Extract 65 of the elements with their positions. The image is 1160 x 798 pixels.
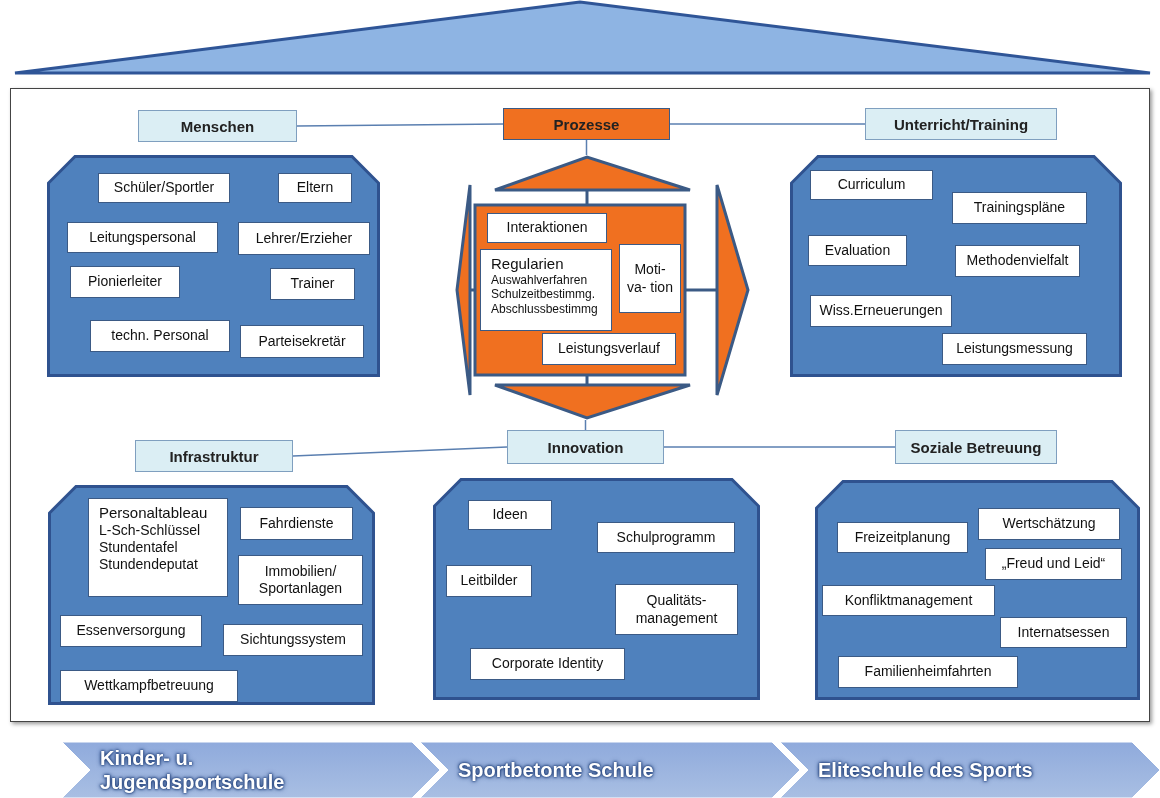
text-box: Fahrdienste	[240, 507, 353, 540]
connector-line	[669, 123, 866, 125]
text-box: Parteisekretär	[240, 325, 364, 358]
text-box: Wertschätzung	[978, 508, 1120, 540]
text-box: Leitbilder	[446, 565, 532, 597]
text-box: Wettkampfbetreuung	[60, 670, 238, 702]
text-box: Moti- va- tion	[619, 244, 681, 313]
group-panel	[790, 155, 1122, 377]
box-heading: Personaltableau	[99, 504, 209, 522]
step-label: Kinder- u. Jugendsportschule	[100, 746, 286, 794]
box-line: Schulzeitbestimmg.	[491, 287, 597, 302]
text-box: Sichtungssystem	[223, 624, 363, 656]
connector-line	[296, 123, 504, 127]
text-box: Leistungsmessung	[942, 333, 1087, 365]
group-panel	[48, 485, 375, 705]
connector-line	[292, 446, 508, 457]
step-label: Eliteschule des Sports	[818, 758, 1034, 782]
text-box: Ideen	[468, 500, 552, 530]
group-panel	[433, 478, 760, 700]
connector-line	[663, 446, 896, 448]
process-arrows-shape	[455, 155, 750, 420]
text-box	[480, 249, 612, 331]
text-box: Internatsessen	[1000, 617, 1127, 648]
text-box: Trainingspläne	[952, 192, 1087, 224]
text-box: Eltern	[278, 173, 352, 203]
text-box: Leitungspersonal	[67, 222, 218, 253]
box-line: Auswahlverfahren	[491, 273, 589, 288]
group-title: Prozesse	[503, 108, 670, 140]
text-box: Konfliktmanagement	[822, 585, 995, 616]
box-line: Stundendeputat	[99, 555, 199, 573]
group-panel	[815, 480, 1140, 700]
chevron-step	[780, 742, 1160, 798]
group-title: Menschen	[138, 110, 297, 142]
chevron-step	[420, 742, 800, 798]
box-line: L-Sch-Schlüssel	[99, 522, 202, 539]
group-title: Soziale Betreuung	[895, 430, 1057, 464]
group-title: Innovation	[507, 430, 664, 464]
text-box: Immobilien/ Sportanlagen	[238, 555, 363, 605]
text-box: „Freud und Leid“	[985, 548, 1122, 580]
text-box: Wiss.Erneuerungen	[810, 295, 952, 327]
group-title: Infrastruktur	[135, 440, 293, 472]
text-box: Schulprogramm	[597, 522, 735, 553]
text-box: Lehrer/Erzieher	[238, 222, 370, 255]
text-box: Curriculum	[810, 170, 933, 200]
text-box: Essenversorgung	[60, 615, 202, 647]
text-box	[88, 498, 228, 597]
text-box: Corporate Identity	[470, 648, 625, 680]
text-box: Schüler/Sportler	[98, 173, 230, 203]
text-box: Interaktionen	[487, 213, 607, 243]
chevron-step	[62, 742, 440, 798]
box-line: Stundentafel	[99, 538, 179, 556]
text-box: Evaluation	[808, 235, 907, 266]
group-panel	[47, 155, 380, 377]
text-box: Trainer	[270, 268, 355, 300]
box-heading: Regularien	[491, 255, 565, 273]
text-box: Methodenvielfalt	[955, 245, 1080, 277]
text-box: Freizeitplanung	[837, 522, 968, 553]
text-box: techn. Personal	[90, 320, 230, 352]
text-box: Qualitäts- management	[615, 584, 738, 635]
step-label: Sportbetonte Schule	[458, 758, 655, 782]
box-line: Abschlussbestimmg	[491, 301, 599, 317]
text-box: Pionierleiter	[70, 266, 180, 298]
text-box: Leistungsverlauf	[542, 333, 676, 365]
group-title: Unterricht/Training	[865, 108, 1057, 140]
text-box: Familienheimfahrten	[838, 656, 1018, 688]
